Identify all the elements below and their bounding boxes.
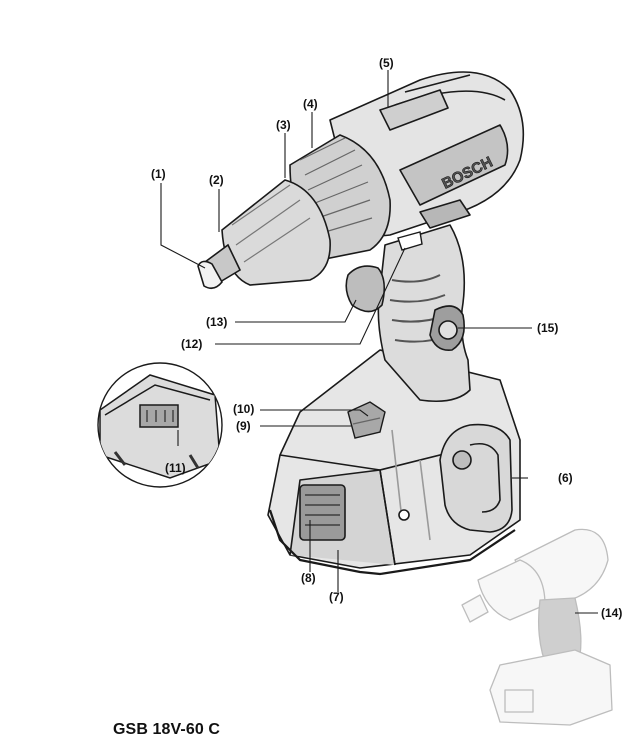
leader-lines [160,70,598,614]
drill-variant-illustration [461,528,613,726]
callout-5: (5) [379,56,394,70]
callout-3: (3) [276,118,291,132]
battery-release-button [299,484,346,541]
callout-14: (14) [601,606,623,620]
callout-15: (15) [537,321,559,335]
callout-7: (7) [329,590,344,604]
callout-8: (8) [301,571,316,585]
callout-6: (6) [558,471,573,485]
callout-9: (9) [236,419,251,433]
callout-11: (11) [165,461,186,475]
model-name: GSB 18V-60 C [113,721,221,738]
gear-selector [379,89,449,131]
callout-1: (1) [151,167,166,181]
callout-12: (12) [181,337,203,351]
inset-detail [97,362,223,488]
charge-indicator [347,401,386,439]
callout-10: (10) [233,402,255,416]
keyless-chuck [197,179,331,290]
drill-handle [377,224,471,403]
callout-4: (4) [303,97,318,111]
tool-holder [197,260,223,290]
led-light [397,231,423,251]
callout-13: (13) [206,315,228,329]
callout-2: (2) [209,173,224,187]
belt-clip [439,423,513,533]
